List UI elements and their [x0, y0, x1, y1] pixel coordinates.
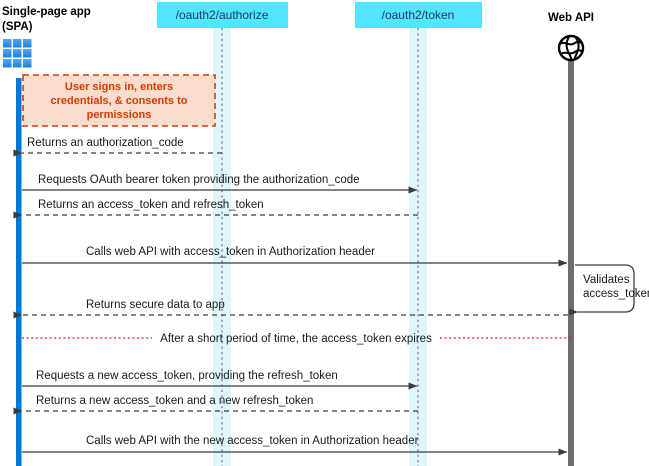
- message-label-3: Returns an access_token and refresh_toke…: [38, 199, 264, 211]
- app-grid-icon: [3, 39, 32, 68]
- message-arrow-5-self-loop: [569, 264, 635, 316]
- note-user-signin: [22, 74, 216, 127]
- participant-label-spa-line1: Single-page app: [2, 6, 91, 18]
- note-text-line-1: User signs in, enters: [65, 81, 173, 93]
- participant-label-authorize: /oauth2/authorize: [176, 8, 269, 22]
- participant-box-authorize[interactable]: [157, 2, 288, 28]
- message-label-7: Requests a new access_token, providing t…: [36, 370, 338, 382]
- message-label-4: Calls web API with access_token in Autho…: [86, 246, 375, 258]
- message-label-5-line1: Validates: [583, 274, 630, 286]
- message-label-8: Returns a new access_token and a new ref…: [36, 395, 313, 407]
- participant-label-spa-line2: (SPA): [2, 21, 33, 33]
- message-label-2: Requests OAuth bearer token providing th…: [38, 174, 360, 186]
- separator-label: After a short period of time, the access…: [160, 333, 432, 345]
- lifeline-band-token: [409, 28, 427, 466]
- participant-box-token[interactable]: [355, 2, 482, 28]
- participant-label-token: /oauth2/token: [382, 8, 455, 22]
- message-label-5-line2: access_token: [583, 288, 649, 300]
- note-text-line-2: credentials, & consents to: [51, 95, 188, 107]
- message-label-9: Calls web API with the new access_token …: [86, 435, 419, 447]
- lifeline-band-authorize: [213, 28, 231, 466]
- globe-icon: [557, 34, 585, 62]
- lifeline-web-api: [568, 60, 574, 466]
- message-label-6: Returns secure data to app: [86, 299, 225, 311]
- participant-label-web-api: Web API: [548, 12, 594, 24]
- lifeline-spa: [16, 78, 22, 466]
- message-label-1: Returns an authorization_code: [27, 137, 184, 149]
- note-text-line-3: permissions: [87, 109, 152, 121]
